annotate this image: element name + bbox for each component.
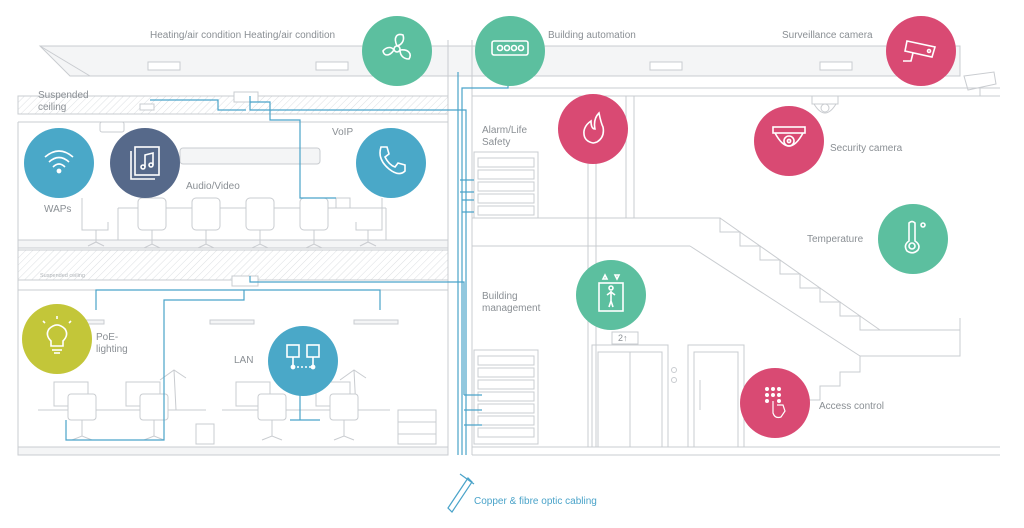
- access-control-label: Access control: [819, 401, 885, 412]
- network-cabling: [65, 72, 509, 455]
- phone-icon: [369, 139, 413, 188]
- surveillance-camera-label: Surveillance camera: [782, 30, 873, 41]
- conference-chairs: [81, 197, 383, 249]
- building-automation-label: Building automation: [548, 30, 636, 41]
- temperature-label: Temperature: [807, 234, 864, 245]
- staircase: [690, 217, 961, 401]
- network-icon: [281, 337, 325, 386]
- waps-circle[interactable]: [24, 128, 94, 198]
- poe-lighting-label: PoE- lighting: [96, 332, 128, 355]
- surveillance-camera-icon: [899, 27, 943, 76]
- server-rack-icon: [488, 27, 532, 76]
- rack-upper: [473, 151, 539, 219]
- door: [687, 344, 745, 448]
- suspended-ceiling-label: Suspended ceiling: [38, 90, 89, 113]
- building-management-label: Building management: [482, 291, 541, 314]
- voip-circle[interactable]: [356, 128, 426, 198]
- fan-icon: [375, 27, 419, 76]
- floor-slab-upper: [17, 239, 449, 249]
- office-desks: [38, 369, 437, 445]
- flame-icon: [571, 105, 615, 154]
- floor-slab-ground: [17, 446, 449, 456]
- heating-label: Heating/air condition Heating/air condit…: [150, 30, 336, 41]
- building-structure: [17, 40, 1000, 456]
- elevator-floor-indicator: 2↑: [618, 333, 628, 343]
- alarm-life-safety-circle[interactable]: [558, 94, 628, 164]
- thermometer-icon: [891, 215, 935, 264]
- lan-circle[interactable]: [268, 326, 338, 396]
- bullet-camera-device: [963, 71, 997, 97]
- lightbulb-icon: [35, 315, 79, 364]
- elevator-icon: [589, 271, 633, 320]
- rack-lower: [473, 349, 539, 445]
- surveillance-camera-circle[interactable]: [886, 16, 956, 86]
- waps-label: WAPs: [44, 204, 72, 215]
- building-management-circle[interactable]: [576, 260, 646, 330]
- keypad-icon: [753, 379, 797, 428]
- access-control-circle[interactable]: [740, 368, 810, 438]
- lan-label: LAN: [234, 355, 254, 366]
- temperature-circle[interactable]: [878, 204, 948, 274]
- heating-circle[interactable]: [362, 16, 432, 86]
- music-media-icon: [123, 139, 167, 188]
- dome-camera-icon: [767, 117, 811, 166]
- security-camera-circle[interactable]: [754, 106, 824, 176]
- security-camera-label: Security camera: [830, 143, 903, 154]
- audio-video-label: Audio/Video: [186, 181, 240, 192]
- audio-video-circle[interactable]: [110, 128, 180, 198]
- voip-label: VoIP: [332, 127, 354, 138]
- cabling-label: Copper & fibre optic cabling: [474, 496, 597, 507]
- building-automation-circle[interactable]: [475, 16, 545, 86]
- poe-lighting-circle[interactable]: [22, 304, 92, 374]
- wifi-icon: [37, 139, 81, 188]
- cable-plug: [447, 473, 475, 513]
- alarm-life-safety-label: Alarm/Life Safety: [482, 125, 528, 148]
- suspended-ceiling-small-label: Suspended ceiling: [40, 273, 85, 279]
